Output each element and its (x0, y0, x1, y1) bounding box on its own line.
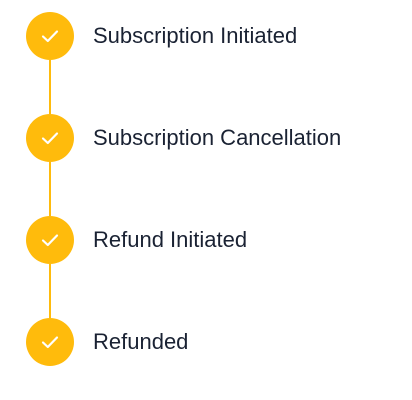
check-icon (41, 336, 59, 349)
step-complete-indicator (26, 12, 74, 60)
check-icon (41, 234, 59, 247)
step-label: Subscription Cancellation (93, 125, 342, 150)
step-label: Subscription Initiated (93, 23, 298, 48)
check-icon (41, 30, 59, 43)
timeline-step-subscription-cancellation: Subscription Cancellation (26, 114, 341, 162)
timeline-connector (49, 162, 51, 216)
timeline-connector (49, 264, 51, 318)
timeline-step-refund-initiated: Refund Initiated (26, 216, 247, 264)
step-label: Refund Initiated (93, 227, 248, 252)
check-icon (41, 132, 59, 145)
timeline-step-refunded: Refunded (26, 318, 188, 366)
step-complete-indicator (26, 216, 74, 264)
timeline-step-subscription-initiated: Subscription Initiated (26, 12, 297, 60)
step-complete-indicator (26, 114, 74, 162)
step-label: Refunded (93, 329, 189, 354)
step-complete-indicator (26, 318, 74, 366)
timeline-connector (49, 60, 51, 114)
